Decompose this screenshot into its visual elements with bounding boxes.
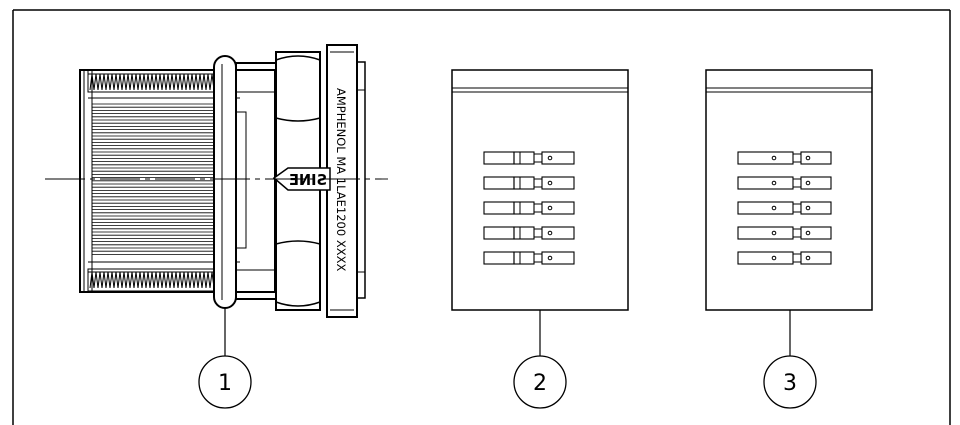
insert-2-body: [451, 69, 629, 311]
connector-side-view: SINE AMPHENOL MA 1LAE1200 XXXX: [45, 44, 388, 356]
insert-3: [705, 69, 873, 356]
gasket-ring: [213, 55, 237, 309]
contact-pin: [483, 226, 575, 240]
contact-pin: [737, 201, 832, 215]
knurl-bot-teeth: [89, 271, 223, 289]
upper-knurl: [88, 73, 223, 91]
knurl-top-teeth: [89, 73, 223, 91]
flange-marking-text: AMPHENOL MA 1LAE1200 XXXX: [334, 88, 348, 271]
callout-label-2: 2: [533, 371, 547, 396]
callout-balloon-1: 1: [198, 355, 252, 409]
lower-knurl: [88, 271, 223, 289]
contact-pin: [737, 226, 832, 240]
contact-pin: [483, 176, 575, 190]
insert-2-contacts: [483, 151, 575, 265]
callout-label-3: 3: [783, 371, 797, 396]
callout-label-1: 1: [218, 371, 232, 396]
contact-pin: [737, 251, 832, 265]
coupling-front-band: [83, 69, 93, 293]
thread-lines: [92, 103, 232, 255]
hex-nut-lower-face: [275, 240, 321, 307]
callout-balloon-2: 2: [513, 355, 567, 409]
contact-pin: [737, 176, 832, 190]
insert-2: [451, 69, 629, 356]
rear-shoulder: [235, 62, 277, 300]
rear-lip: [356, 61, 366, 299]
logo-text: SINE: [289, 171, 327, 189]
contact-pin: [483, 151, 575, 165]
contact-pin: [737, 151, 832, 165]
drawing-frame: [12, 9, 951, 425]
callout-balloon-3: 3: [763, 355, 817, 409]
contact-pin: [483, 201, 575, 215]
contact-pin: [483, 251, 575, 265]
insert-3-body: [705, 69, 873, 311]
insert-3-contacts: [737, 151, 832, 265]
thread-pattern: [92, 103, 232, 255]
hex-nut-upper-face: [275, 55, 321, 122]
